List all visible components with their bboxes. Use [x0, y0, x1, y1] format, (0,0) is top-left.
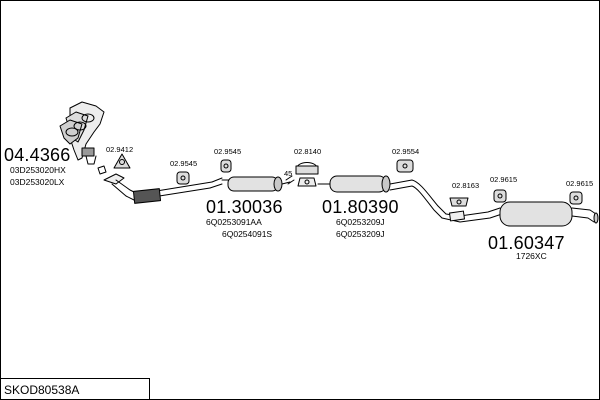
accessory-a6-part	[449, 197, 469, 207]
oem-ref-front-1: 03D253020HX	[10, 165, 66, 175]
document-code: SKOD80538A	[4, 383, 80, 397]
accessory-a1-label: 02.9412	[106, 145, 134, 154]
accessory-a2-label: 02.9545	[170, 159, 198, 168]
oem-ref-middle1-1: 6Q0253091AA	[206, 217, 262, 227]
accessory-a3-part	[220, 159, 232, 173]
oem-ref-middle2-2: 6Q0253209J	[336, 229, 385, 239]
part-number-middle-silencer-1: 01.30036	[206, 197, 283, 217]
accessory-a1-part	[113, 153, 131, 169]
accessory-a7-part	[493, 189, 507, 203]
accessory-a8-part	[569, 191, 583, 205]
accessory-a5-part	[396, 159, 414, 173]
part-number-rear-silencer: 01.60347	[488, 233, 565, 253]
part-number-middle-silencer-2: 01.80390	[322, 197, 399, 217]
accessory-a4-label: 02.8140	[294, 147, 322, 156]
front-gasket-part	[97, 165, 107, 175]
clamp-45-label: 45	[284, 169, 293, 178]
accessory-a4-part	[295, 162, 319, 187]
part-number-front-pipe: 04.4366	[4, 145, 71, 165]
clamp-45-part	[285, 175, 295, 185]
oem-ref-front-2: 03D253020LX	[10, 177, 65, 187]
middle-silencer-2-part	[317, 175, 447, 219]
oem-ref-middle1-2: 6Q0254091S	[222, 229, 273, 239]
document-code-box: SKOD80538A	[0, 378, 150, 399]
oem-ref-rear-1: 1726XC	[516, 251, 547, 261]
accessory-a2-part	[176, 171, 190, 185]
accessory-a8-label: 02.9615	[566, 179, 594, 188]
accessory-a6-label: 02.8163	[452, 181, 480, 190]
middle-silencer-1-part	[221, 176, 291, 192]
rear-silencer-part	[441, 201, 599, 227]
accessory-a5-label: 02.9554	[392, 147, 420, 156]
accessory-a7-label: 02.9615	[490, 175, 518, 184]
accessory-a3-label: 02.9545	[214, 147, 242, 156]
exhaust-manifold-part	[59, 101, 105, 165]
oem-ref-middle2-1: 6Q0253209J	[336, 217, 385, 227]
front-pipe-part	[103, 173, 223, 204]
